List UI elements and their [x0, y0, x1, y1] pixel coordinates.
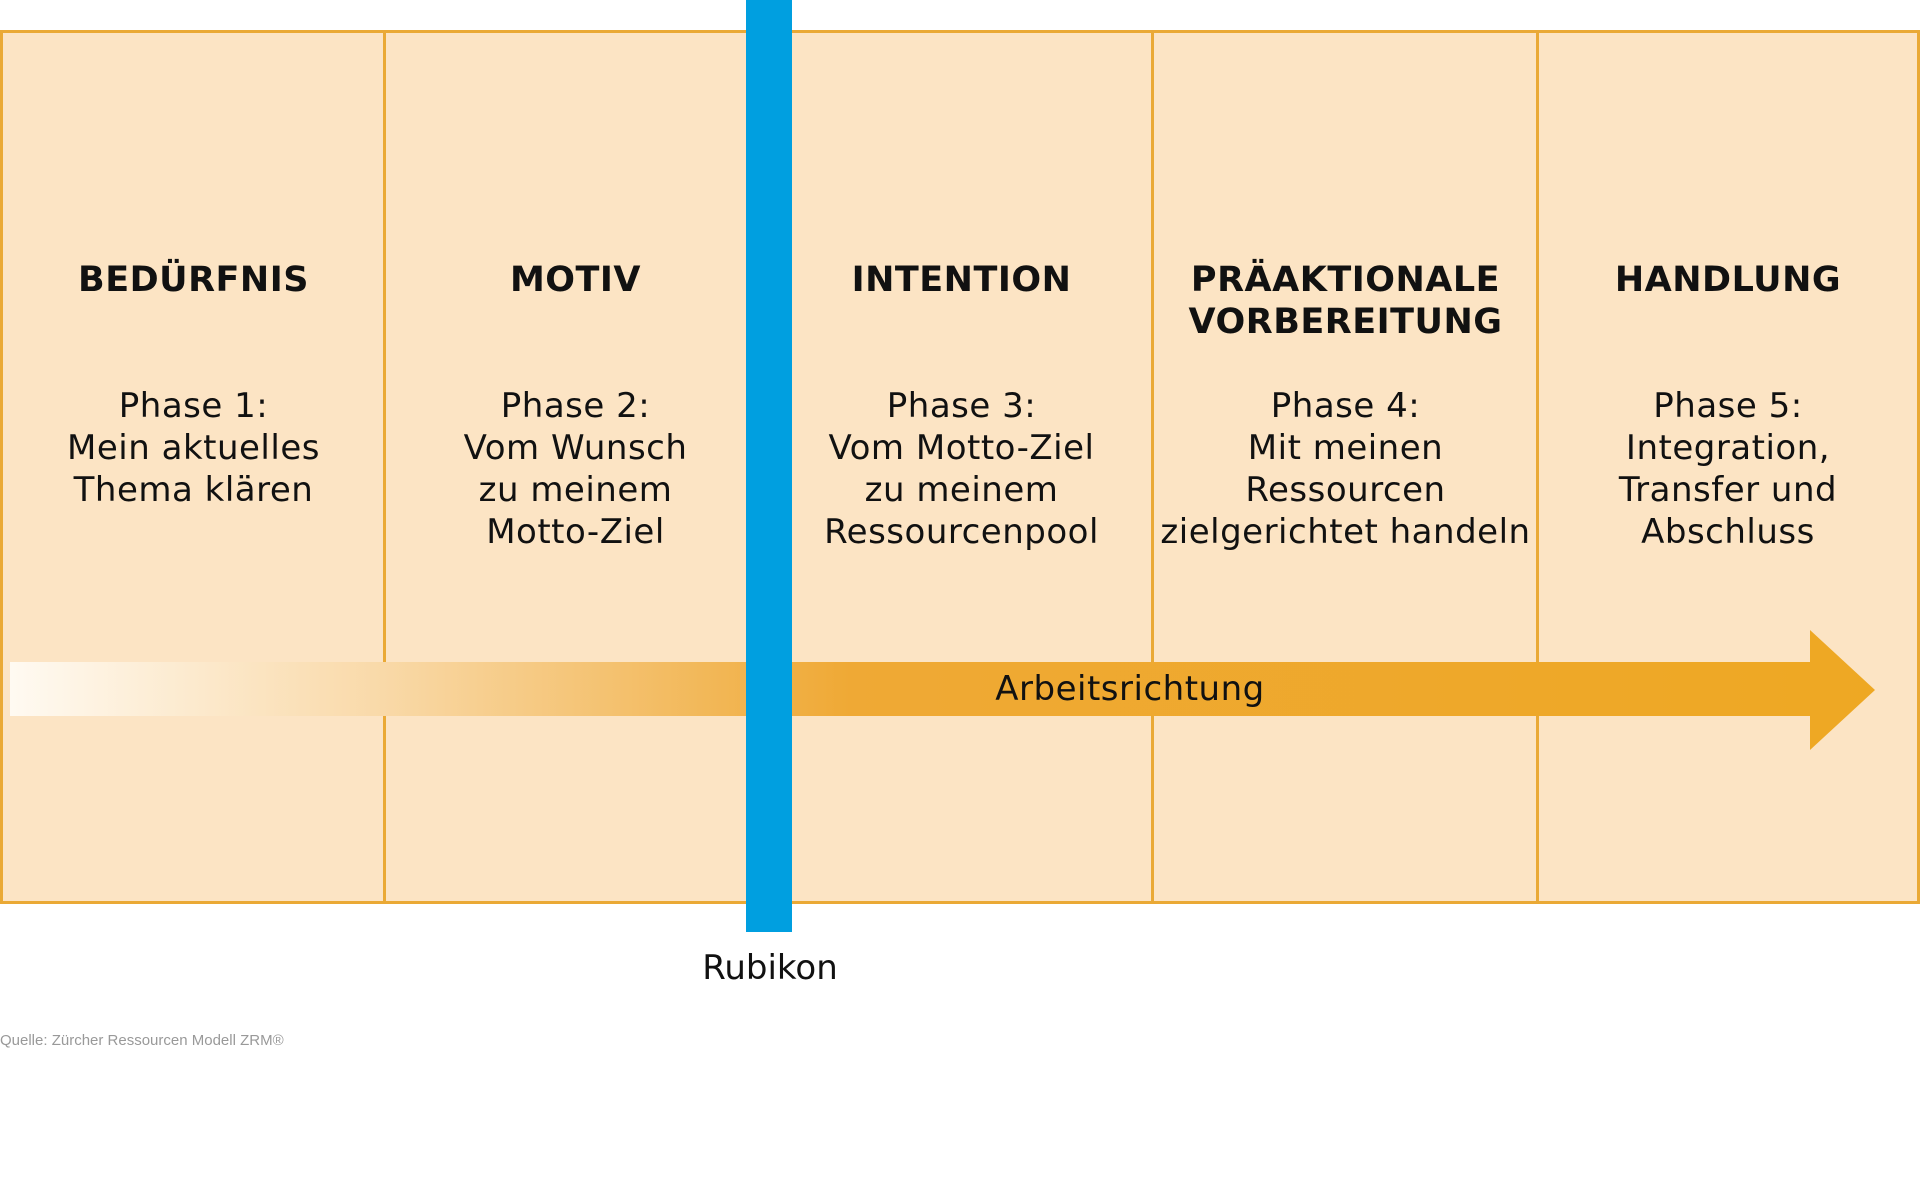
phase-title: MOTIV	[509, 260, 642, 300]
phase-box-3: INTENTION Phase 3: Vom Motto-Ziel zu mei…	[768, 30, 1155, 904]
phase-description: Phase 1: Mein aktuelles Thema klären	[67, 386, 320, 510]
phase-title: INTENTION	[851, 260, 1072, 300]
phase-title: PRÄAKTIONALE VORBEREITUNG	[1188, 260, 1503, 342]
arrow-shape	[10, 630, 1875, 750]
source-note: Quelle: Zürcher Ressourcen Modell ZRM®	[0, 1032, 284, 1049]
direction-arrow	[10, 630, 1875, 750]
phase-description: Phase 4: Mit meinen Ressourcen zielgeric…	[1160, 386, 1531, 552]
phase-title: HANDLUNG	[1614, 260, 1842, 300]
phase-title: BEDÜRFNIS	[78, 260, 309, 300]
phase-box-5: HANDLUNG Phase 5: Integration, Transfer …	[1536, 30, 1920, 904]
phase-box-2: MOTIV Phase 2: Vom Wunsch zu meinem Mott…	[383, 30, 768, 904]
arrow-label: Arbeitsrichtung	[995, 669, 1265, 709]
phase-description: Phase 2: Vom Wunsch zu meinem Motto-Ziel	[463, 386, 688, 552]
phase-box-4: PRÄAKTIONALE VORBEREITUNG Phase 4: Mit m…	[1151, 30, 1540, 904]
phase-description: Phase 5: Integration, Transfer und Absch…	[1618, 386, 1838, 552]
phase-description: Phase 3: Vom Motto-Ziel zu meinem Ressou…	[824, 386, 1099, 552]
rubikon-label: Rubikon	[702, 948, 838, 988]
phase-box-1: BEDÜRFNIS Phase 1: Mein aktuelles Thema …	[0, 30, 387, 904]
rubikon-line	[746, 0, 792, 932]
